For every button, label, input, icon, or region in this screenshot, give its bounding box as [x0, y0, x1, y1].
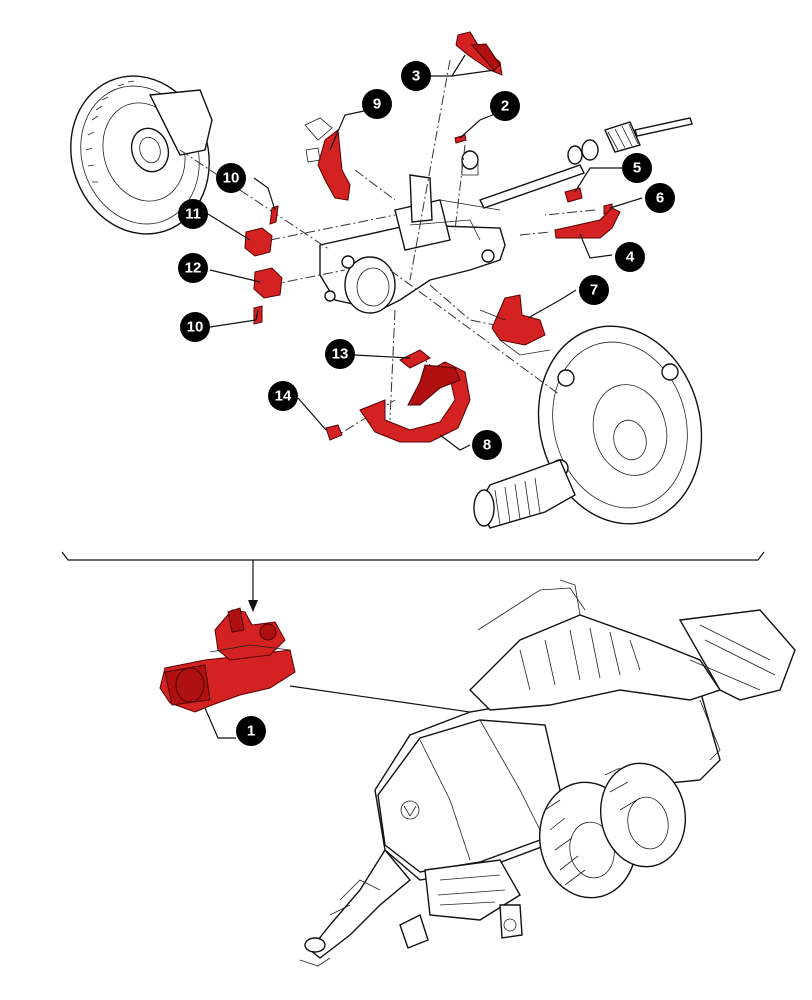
callout-11: 11	[178, 199, 208, 229]
callout-3: 3	[401, 61, 431, 91]
part-11-gear	[244, 227, 273, 257]
knotter-assembly-red	[159, 607, 296, 739]
svg-text:4: 4	[626, 249, 635, 266]
callout-1: 1	[236, 716, 266, 746]
svg-text:11: 11	[185, 206, 201, 223]
callout-4: 4	[615, 242, 645, 272]
callout-10-lower: 10	[180, 312, 210, 342]
svg-text:10: 10	[187, 319, 204, 336]
svg-text:9: 9	[373, 96, 381, 113]
section-separator	[61, 551, 765, 612]
exploded-view: 3 2 9 10 11 12 10 5	[70, 31, 703, 529]
part-5-clip	[564, 187, 583, 203]
left-gear-housing	[70, 75, 213, 235]
svg-text:13: 13	[332, 346, 349, 363]
callout-8: 8	[472, 430, 502, 460]
svg-text:2: 2	[501, 98, 509, 115]
callout-12: 12	[178, 253, 208, 283]
callout-9: 9	[362, 89, 392, 119]
svg-text:12: 12	[185, 260, 202, 277]
part-12-gear	[253, 267, 283, 299]
right-gear-housing	[473, 325, 703, 529]
svg-text:10: 10	[223, 170, 240, 187]
baler-machine	[299, 579, 796, 967]
highlighted-parts	[244, 31, 621, 443]
callout-6: 6	[645, 183, 675, 213]
callout-leaders	[207, 54, 643, 451]
part-7-cam	[491, 294, 546, 346]
callout-2: 2	[490, 91, 520, 121]
assembly-guide-lines	[179, 59, 596, 441]
svg-text:5: 5	[633, 160, 641, 177]
part-13-clip	[399, 349, 431, 369]
svg-text:8: 8	[483, 437, 491, 454]
svg-text:14: 14	[275, 388, 292, 405]
part-4-arm	[554, 207, 621, 239]
svg-text:1: 1	[247, 723, 255, 740]
callout-14: 14	[268, 381, 298, 411]
svg-text:6: 6	[656, 190, 664, 207]
callout-10-upper: 10	[216, 163, 246, 193]
central-frame	[319, 174, 506, 314]
callout-7: 7	[579, 275, 609, 305]
part-10-lower-pin	[253, 305, 263, 325]
callout-13: 13	[325, 339, 355, 369]
part-10-upper-pin	[269, 205, 279, 225]
drive-shaft	[461, 117, 693, 209]
svg-text:3: 3	[412, 68, 420, 85]
part-9-lever	[317, 129, 351, 201]
part-14-nut	[325, 424, 343, 441]
svg-text:7: 7	[590, 282, 598, 299]
part-2-pin	[454, 134, 467, 144]
callout-5: 5	[622, 153, 652, 183]
